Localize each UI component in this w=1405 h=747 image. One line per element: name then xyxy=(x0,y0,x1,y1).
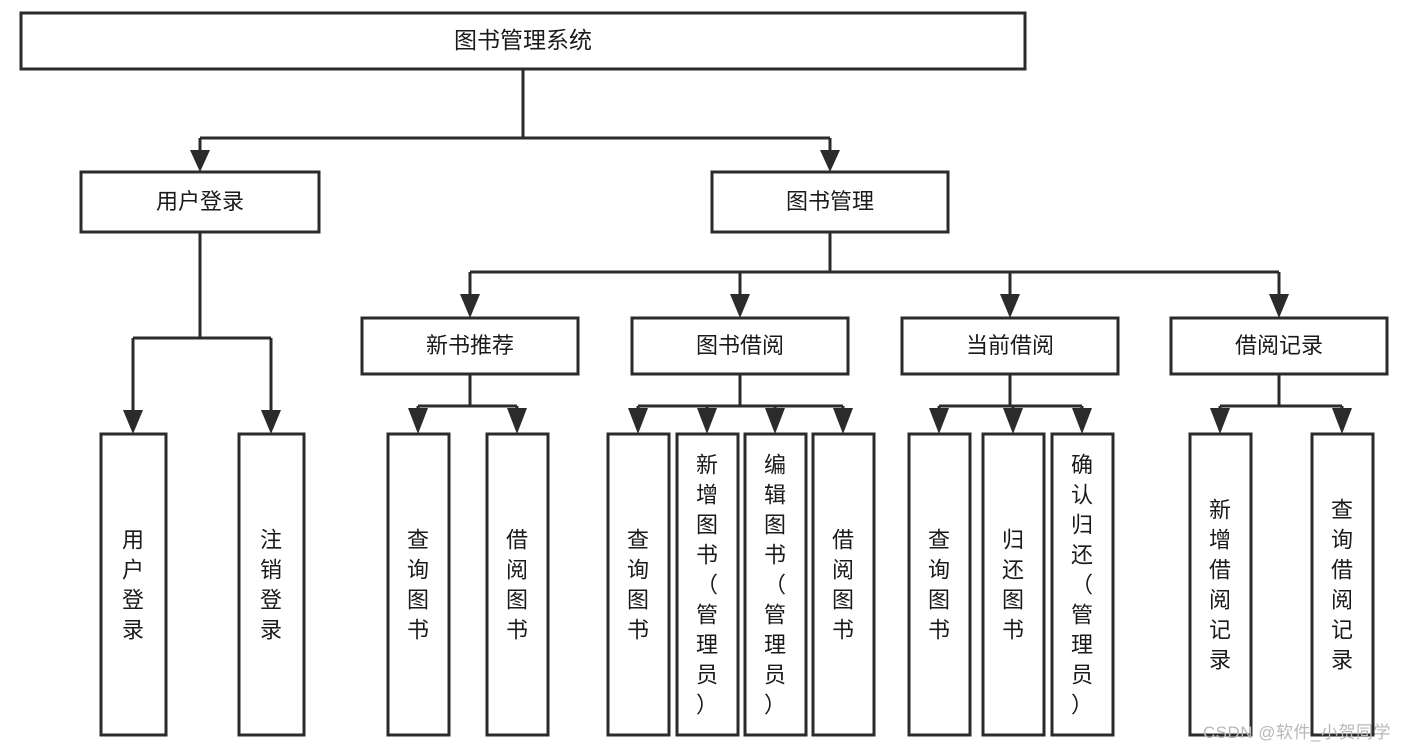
arrow-head-user-login xyxy=(190,150,210,172)
node-leaf-return-book-label: 归还图书 xyxy=(1002,528,1024,643)
node-leaf-borrow-book-2-box[interactable] xyxy=(811,432,876,737)
node-current-borrow-box[interactable] xyxy=(900,316,1120,376)
arrow-head-leaf-query-record xyxy=(1332,408,1352,434)
node-leaf-add-book-box[interactable] xyxy=(675,432,740,737)
node-leaf-borrow-book-2-label: 借阅图书 xyxy=(832,528,854,643)
arrow-head-leaf-user-logout xyxy=(261,410,281,434)
node-leaf-return-book-box[interactable] xyxy=(981,432,1046,737)
arrow-head-leaf-edit-book xyxy=(765,408,785,434)
node-book-borrow-label: 图书借阅 xyxy=(696,333,784,358)
node-leaf-query-record-box[interactable] xyxy=(1310,432,1375,737)
node-leaf-edit-book-box[interactable] xyxy=(743,432,808,737)
node-leaf-edit-book[interactable]: 编辑图书（管理员） xyxy=(743,432,808,737)
node-leaf-query-book-2-label: 查询图书 xyxy=(627,528,649,643)
arrow-head-leaf-borrow-book-1 xyxy=(507,408,527,434)
node-leaf-add-book-label: 新增图书（管理员） xyxy=(696,453,718,718)
connector-layer xyxy=(123,69,1352,434)
arrow-head-leaf-add-book xyxy=(697,408,717,434)
node-leaf-confirm-return-box[interactable] xyxy=(1050,432,1115,737)
node-leaf-add-book[interactable]: 新增图书（管理员） xyxy=(675,432,740,737)
arrow-head-leaf-return-book xyxy=(1003,408,1023,434)
node-leaf-user-logout-box[interactable] xyxy=(237,432,306,737)
node-user-login-label: 用户登录 xyxy=(156,189,244,214)
node-current-borrow[interactable]: 当前借阅 xyxy=(900,316,1120,376)
csdn-watermark: CSDN @软件_小贺同学 xyxy=(1202,723,1391,742)
node-leaf-query-book-2-box[interactable] xyxy=(606,432,671,737)
node-leaf-add-record-label: 新增借阅记录 xyxy=(1209,498,1231,673)
node-leaf-user-login-label: 用户登录 xyxy=(122,528,144,643)
node-leaf-borrow-book-2[interactable]: 借阅图书 xyxy=(811,432,876,737)
arrow-head-borrow-record xyxy=(1269,294,1289,318)
node-leaf-query-book-1-box[interactable] xyxy=(386,432,451,737)
node-new-book-recommend-label: 新书推荐 xyxy=(426,333,514,358)
arrow-head-leaf-add-record xyxy=(1210,408,1230,434)
arrow-head-leaf-query-book-3 xyxy=(929,408,949,434)
node-borrow-record[interactable]: 借阅记录 xyxy=(1169,316,1389,376)
arrow-head-leaf-borrow-book-2 xyxy=(833,408,853,434)
arrow-head-leaf-confirm-return xyxy=(1072,408,1092,434)
node-new-book-recommend-box[interactable] xyxy=(360,316,580,376)
node-root-box[interactable] xyxy=(19,11,1027,71)
arrow-head-book-borrow xyxy=(730,294,750,318)
node-leaf-return-book[interactable]: 归还图书 xyxy=(981,432,1046,737)
node-book-manage-box[interactable] xyxy=(710,170,950,234)
node-leaf-query-book-1[interactable]: 查询图书 xyxy=(386,432,451,737)
arrow-head-book-manage xyxy=(820,150,840,172)
node-leaf-user-logout-label: 注销登录 xyxy=(260,528,282,643)
node-leaf-user-login[interactable]: 用户登录 xyxy=(99,432,168,737)
leaf-node-layer: 用户登录 注销登录 查询图书 借阅图书 查询图书 新增图书（管理员） xyxy=(99,432,1375,737)
node-leaf-confirm-return-label: 确认归还（管理员） xyxy=(1071,453,1093,718)
node-leaf-add-record[interactable]: 新增借阅记录 xyxy=(1188,432,1253,737)
node-new-book-recommend[interactable]: 新书推荐 xyxy=(360,316,580,376)
node-leaf-query-book-3[interactable]: 查询图书 xyxy=(907,432,972,737)
node-leaf-query-book-2[interactable]: 查询图书 xyxy=(606,432,671,737)
node-book-manage-label: 图书管理 xyxy=(786,189,874,214)
node-root-label: 图书管理系统 xyxy=(454,27,592,53)
arrow-head-leaf-user-login xyxy=(123,410,143,434)
node-root[interactable]: 图书管理系统 xyxy=(19,11,1027,71)
node-user-login[interactable]: 用户登录 xyxy=(79,170,321,234)
arrow-head-leaf-query-book-1 xyxy=(408,408,428,434)
node-leaf-user-logout[interactable]: 注销登录 xyxy=(237,432,306,737)
node-leaf-query-record-label: 查询借阅记录 xyxy=(1331,498,1353,673)
node-user-login-box[interactable] xyxy=(79,170,321,234)
node-current-borrow-label: 当前借阅 xyxy=(966,333,1054,358)
node-leaf-add-record-box[interactable] xyxy=(1188,432,1253,737)
node-book-manage[interactable]: 图书管理 xyxy=(710,170,950,234)
node-book-borrow[interactable]: 图书借阅 xyxy=(630,316,850,376)
node-leaf-user-login-box[interactable] xyxy=(99,432,168,737)
node-borrow-record-box[interactable] xyxy=(1169,316,1389,376)
node-leaf-borrow-book-1-box[interactable] xyxy=(485,432,550,737)
node-leaf-query-book-1-label: 查询图书 xyxy=(407,528,429,643)
node-book-borrow-box[interactable] xyxy=(630,316,850,376)
arrow-head-leaf-query-book-2 xyxy=(628,408,648,434)
node-leaf-confirm-return[interactable]: 确认归还（管理员） xyxy=(1050,432,1115,737)
arrow-head-current-borrow xyxy=(1000,294,1020,318)
node-leaf-borrow-book-1-label: 借阅图书 xyxy=(506,528,528,643)
node-leaf-edit-book-label: 编辑图书（管理员） xyxy=(764,453,786,718)
node-borrow-record-label: 借阅记录 xyxy=(1235,333,1323,358)
node-leaf-borrow-book-1[interactable]: 借阅图书 xyxy=(485,432,550,737)
node-leaf-query-book-3-label: 查询图书 xyxy=(928,528,950,643)
node-leaf-query-book-3-box[interactable] xyxy=(907,432,972,737)
arrow-head-new-book-recommend xyxy=(460,294,480,318)
node-leaf-query-record[interactable]: 查询借阅记录 xyxy=(1310,432,1375,737)
